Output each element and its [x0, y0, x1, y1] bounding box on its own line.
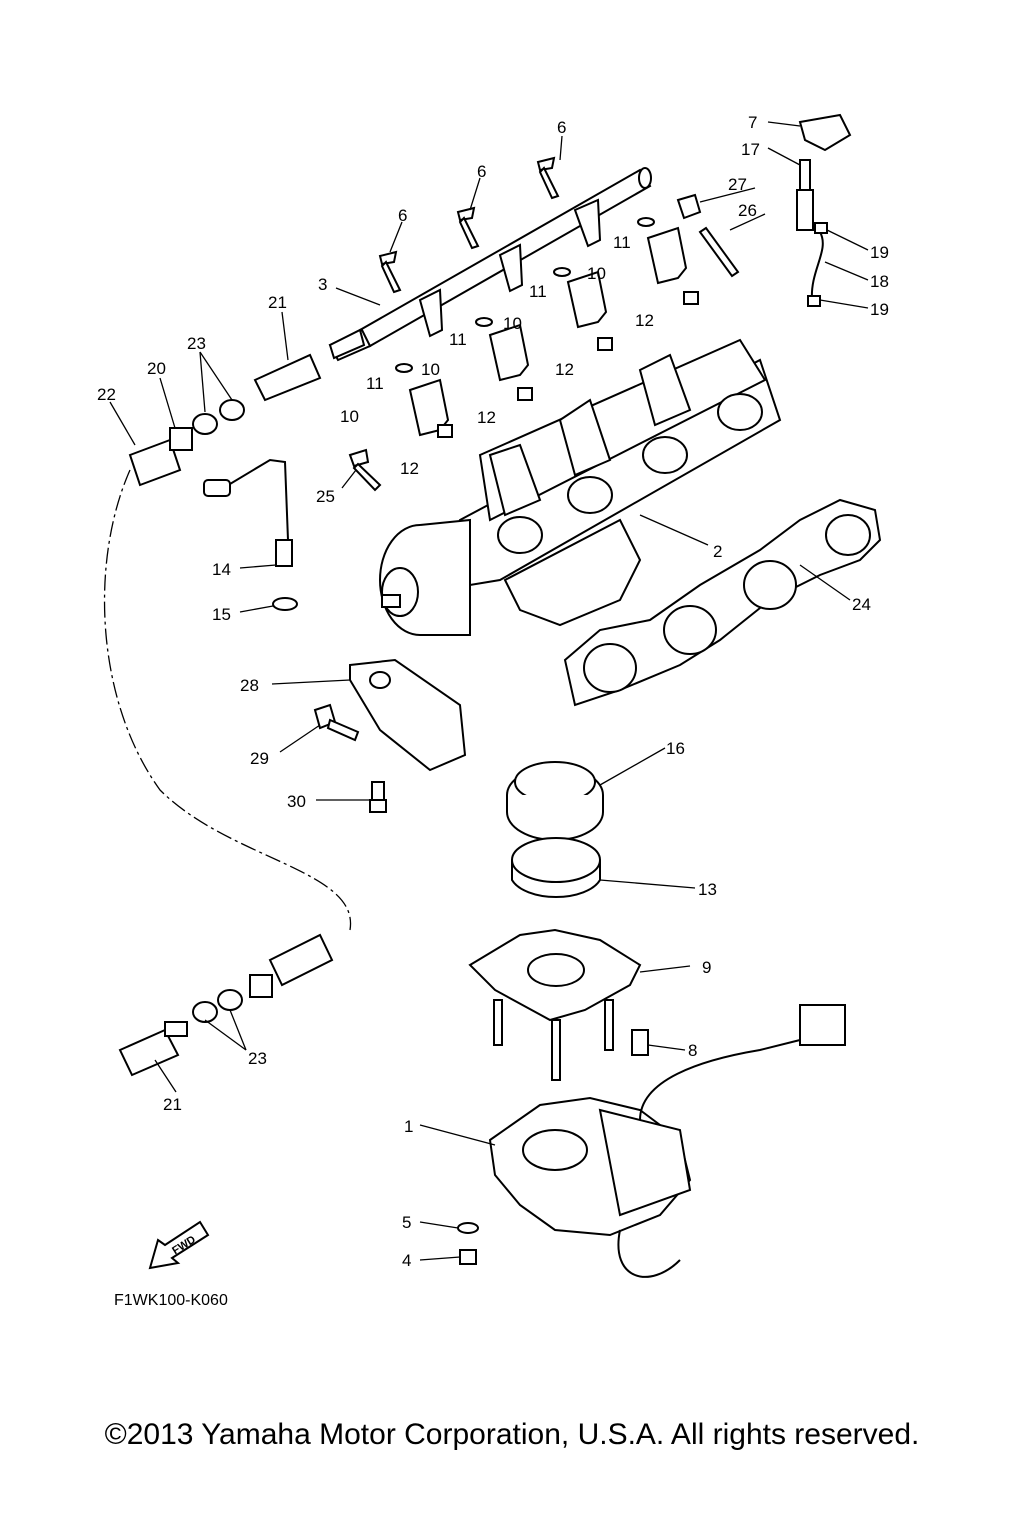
throttle-cable-path	[103, 469, 352, 931]
callout-30: 30	[287, 792, 306, 811]
callout-5: 5	[402, 1213, 411, 1232]
callout-19: 19	[870, 243, 889, 262]
bracket-assembly	[313, 658, 467, 813]
callout-11: 11	[529, 282, 547, 301]
callout-12: 12	[400, 459, 419, 478]
callout-10: 10	[587, 264, 606, 283]
seal-and-filter	[506, 761, 604, 898]
callout-9: 9	[702, 958, 711, 977]
callout-19: 19	[870, 300, 889, 319]
callout-21: 21	[268, 293, 287, 312]
callout-23: 23	[187, 334, 206, 353]
callout-17: 17	[741, 140, 760, 159]
callout-28: 28	[240, 676, 259, 695]
callout-6: 6	[557, 118, 566, 137]
throttle-cable-upper	[128, 328, 366, 487]
intake-manifold	[379, 338, 782, 636]
callout-10: 10	[421, 360, 440, 379]
sensor-cable	[203, 448, 382, 611]
callout-10: 10	[340, 407, 359, 426]
callout-20: 20	[147, 359, 166, 378]
copyright-notice: ©2013 Yamaha Motor Corporation, U.S.A. A…	[104, 1418, 920, 1451]
callout-11: 11	[613, 233, 631, 252]
callout-12: 12	[635, 311, 654, 330]
callout-12: 12	[477, 408, 496, 427]
throttle-body	[457, 1004, 846, 1278]
callout-26: 26	[738, 201, 757, 220]
callout-25: 25	[316, 487, 335, 506]
fuel-injectors	[408, 226, 699, 438]
callout-8: 8	[688, 1041, 697, 1060]
callout-labels: 1 2 3 4 5 6 6 6 7 8 9 10 10 10 10 11 11 …	[97, 113, 889, 1270]
callout-1: 1	[404, 1117, 413, 1136]
callout-27: 27	[728, 175, 747, 194]
callout-3: 3	[318, 275, 327, 294]
callout-6: 6	[398, 206, 407, 225]
throttle-cable-lower	[118, 933, 334, 1077]
callout-11: 11	[449, 330, 467, 349]
callout-22: 22	[97, 385, 116, 404]
callout-10: 10	[503, 314, 522, 333]
callout-15: 15	[212, 605, 231, 624]
callout-6: 6	[477, 162, 486, 181]
fwd-arrow-icon: FWD	[148, 1220, 210, 1270]
callout-11: 11	[366, 374, 384, 393]
callout-24: 24	[852, 595, 871, 614]
callout-13: 13	[698, 880, 717, 899]
throttle-mount-plate	[468, 928, 649, 1081]
callout-12: 12	[555, 360, 574, 379]
pressure-sensor-assembly	[676, 113, 852, 307]
callout-2: 2	[713, 542, 722, 561]
drawing-code: F1WK100-K060	[114, 1292, 228, 1309]
rail-bolts	[378, 156, 560, 294]
callout-14: 14	[212, 560, 231, 579]
manifold-gasket	[563, 498, 882, 707]
injector-o-rings	[395, 217, 655, 373]
callout-16: 16	[666, 739, 685, 758]
callout-7: 7	[748, 113, 757, 132]
callout-4: 4	[402, 1251, 411, 1270]
callout-18: 18	[870, 272, 889, 291]
callout-23: 23	[248, 1049, 267, 1068]
leader-lines	[109, 121, 869, 1261]
callout-21: 21	[163, 1095, 182, 1114]
callout-29: 29	[250, 749, 269, 768]
